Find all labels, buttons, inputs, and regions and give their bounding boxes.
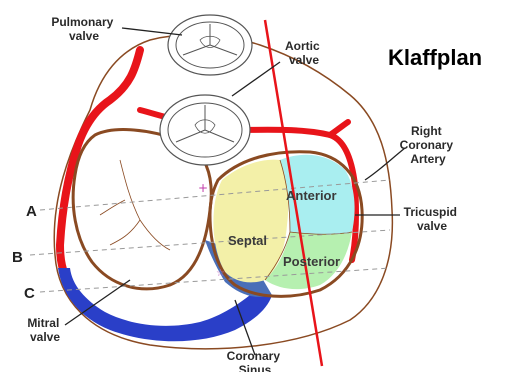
tricuspid-valve-label: Tricuspid valve (404, 205, 461, 233)
level-label-c: C (24, 285, 35, 302)
pulmonary-valve-label: Pulmonary valve (51, 15, 116, 43)
right-coronary-artery-tip (330, 122, 348, 135)
right-coronary-artery-label: Right Coronary Artery (400, 124, 457, 166)
mitral-valve-label: Mitral valve (27, 316, 62, 344)
septal-label: Septal (228, 233, 267, 248)
aortic-valve-label: Aortic valve (285, 39, 323, 67)
coronary-sinus-label: Coronary Sinus (227, 349, 284, 372)
central-marker-plus: + (198, 181, 208, 195)
title: Klaffplan (388, 45, 482, 70)
posterior-label: Posterior (283, 254, 340, 269)
level-label-a: A (26, 203, 37, 220)
anterior-label: Anterior (286, 188, 337, 203)
level-label-b: B (12, 249, 23, 266)
sinus-marker-star: ☆ (216, 268, 225, 279)
pulmonary-valve (168, 15, 252, 75)
aortic-valve (160, 95, 250, 165)
tricuspid-septal-leaflet (213, 160, 288, 283)
